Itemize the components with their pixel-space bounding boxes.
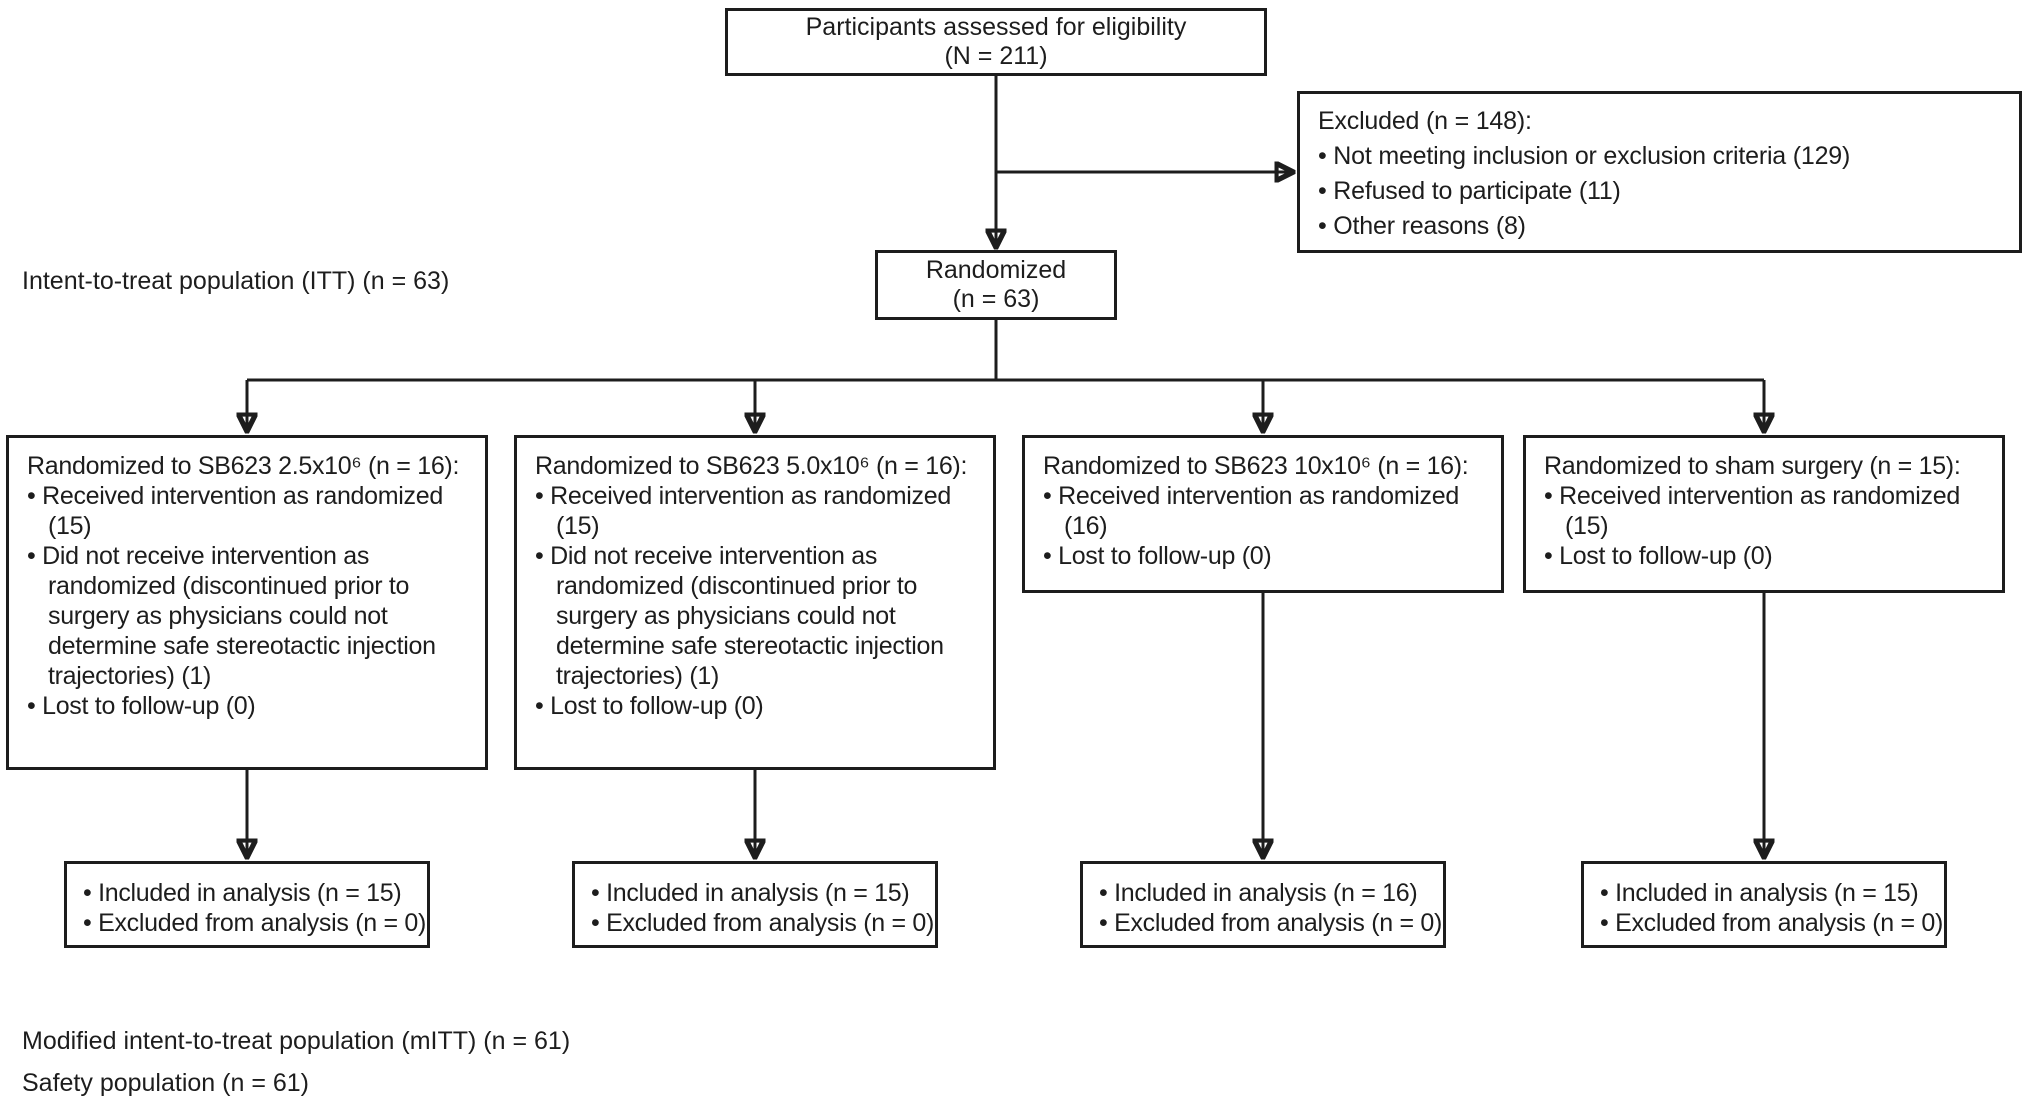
arm-4-item: • Received intervention as randomized (1… [1544,482,1960,540]
excluded-item: • Refused to participate (11) [1318,177,1621,205]
analysis-box-2: • Included in analysis (n = 15) • Exclud… [572,861,938,948]
randomized-line2: (n = 63) [952,285,1040,313]
analysis-3-item: • Included in analysis (n = 16) [1099,879,1418,907]
analysis-1-item: • Included in analysis (n = 15) [83,879,402,907]
arm-4-item: • Lost to follow-up (0) [1544,542,1773,570]
arm-3-item: • Lost to follow-up (0) [1043,542,1272,570]
analysis-1-item: • Excluded from analysis (n = 0) [83,909,427,937]
analysis-4-item: • Included in analysis (n = 15) [1600,879,1919,907]
excluded-item: • Other reasons (8) [1318,212,1526,240]
arm-1-item: • Received intervention as randomized (1… [27,482,443,540]
arm-3-item: • Received intervention as randomized (1… [1043,482,1459,540]
safety-population-label: Safety population (n = 61) [22,1069,309,1097]
arm-3-title: Randomized to SB623 10x10⁶ (n = 16): [1043,452,1469,480]
eligibility-line2: (N = 211) [944,42,1048,70]
arm-2-title: Randomized to SB623 5.0x10⁶ (n = 16): [535,452,968,480]
itt-population-label: Intent-to-treat population (ITT) (n = 63… [22,267,450,295]
arm-1-item: • Lost to follow-up (0) [27,692,256,720]
arm-2-item: • Received intervention as randomized (1… [535,482,951,540]
arm-box-sb623-10: Randomized to SB623 10x10⁶ (n = 16): • R… [1022,435,1504,593]
analysis-3-item: • Excluded from analysis (n = 0) [1099,909,1443,937]
excluded-box: Excluded (n = 148): • Not meeting inclus… [1297,91,2022,253]
arm-box-sb623-5-0: Randomized to SB623 5.0x10⁶ (n = 16): • … [514,435,996,770]
eligibility-line1: Participants assessed for eligibility [805,13,1187,41]
excluded-item: • Not meeting inclusion or exclusion cri… [1318,142,1851,170]
analysis-box-4: • Included in analysis (n = 15) • Exclud… [1581,861,1947,948]
analysis-2-item: • Excluded from analysis (n = 0) [591,909,935,937]
analysis-4-item: • Excluded from analysis (n = 0) [1600,909,1944,937]
arm-box-sham-surgery: Randomized to sham surgery (n = 15): • R… [1523,435,2005,593]
analysis-box-3: • Included in analysis (n = 16) • Exclud… [1080,861,1446,948]
eligibility-box: Participants assessed for eligibility (N… [725,8,1267,76]
arm-1-title: Randomized to SB623 2.5x10⁶ (n = 16): [27,452,460,480]
arm-box-sb623-2-5: Randomized to SB623 2.5x10⁶ (n = 16): • … [6,435,488,770]
analysis-box-1: • Included in analysis (n = 15) • Exclud… [64,861,430,948]
arm-1-item: • Did not receive intervention as random… [27,542,436,690]
randomized-line1: Randomized [925,256,1067,284]
mitt-population-label: Modified intent-to-treat population (mIT… [22,1027,571,1055]
arm-2-item: • Lost to follow-up (0) [535,692,764,720]
excluded-title: Excluded (n = 148): [1318,107,1532,135]
arm-4-title: Randomized to sham surgery (n = 15): [1544,452,1961,480]
arm-2-item: • Did not receive intervention as random… [535,542,944,690]
randomized-box: Randomized (n = 63) [875,250,1117,320]
analysis-2-item: • Included in analysis (n = 15) [591,879,910,907]
